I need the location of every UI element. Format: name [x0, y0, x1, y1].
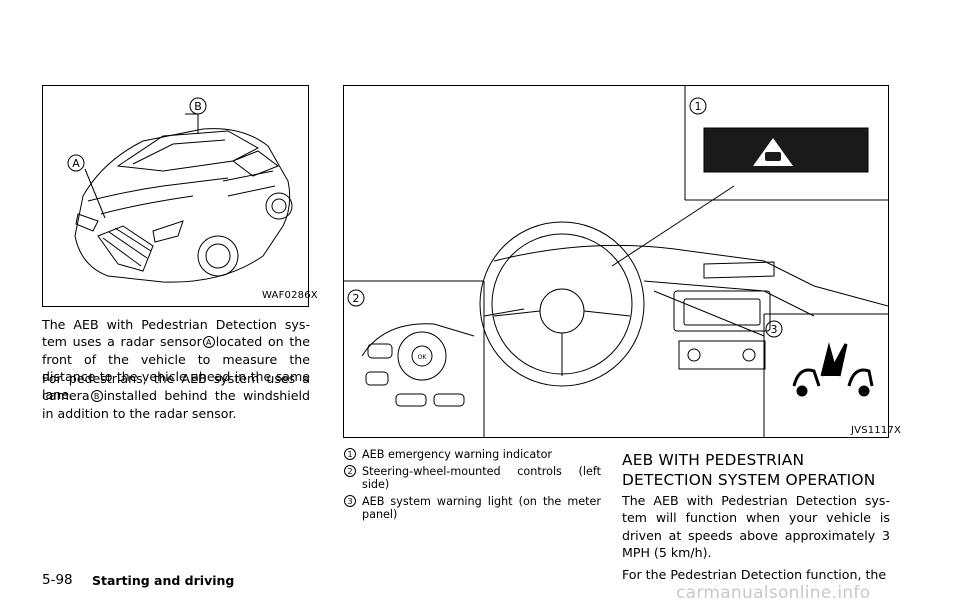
callout-1-label: 1 — [695, 100, 702, 113]
paragraph-camera: For pedestrians, the AEB system uses a c… — [42, 370, 310, 422]
figure-code: WAF0286X — [262, 290, 318, 301]
page-number: 5-98 — [42, 572, 73, 588]
legend-item: 1 AEB emergency warning indicator — [343, 448, 601, 461]
callout-2-label: 2 — [353, 292, 360, 305]
paragraph-text: The AEB with Pedestrian Detection sys-te… — [42, 317, 310, 350]
watermark: carmanualsonline.info — [676, 583, 871, 603]
paragraph-radar-sensor: The AEB with Pedestrian Detection sys-te… — [42, 316, 310, 403]
marker-a: A — [202, 336, 215, 349]
ok-button-label: OK — [418, 354, 428, 361]
figure-code: JVS1117X — [851, 425, 902, 436]
legend-text: AEB system warning light (on the meter p… — [362, 495, 601, 521]
cockpit-illustration: 1 2 OK 3 — [344, 86, 888, 437]
callout-3-label: 3 — [771, 323, 778, 336]
paragraph-text: installed behind the windshield in addit… — [42, 388, 310, 421]
cockpit-figure: 1 2 OK 3 — [343, 85, 901, 438]
legend-number-2: 2 — [344, 465, 356, 477]
vehicle-illustration: A B — [67, 97, 293, 283]
paragraph-text: For pedestrians, the AEB system uses a c… — [42, 371, 310, 404]
vehicle-sensor-figure: A B WAF0286X — [42, 85, 318, 307]
paragraph-operation-speed: The AEB with Pedestrian Detection sys-te… — [622, 493, 890, 561]
legend-number-1: 1 — [344, 448, 356, 460]
callout-a-label: A — [72, 157, 80, 170]
chapter-title: Starting and driving — [92, 573, 235, 588]
legend-text: Steering-wheel-mounted controls (left si… — [362, 465, 601, 491]
legend-item: 3 AEB system warning light (on the meter… — [343, 495, 601, 521]
legend-number-3: 3 — [344, 495, 356, 507]
legend-item: 2 Steering-wheel-mounted controls (left … — [343, 465, 601, 491]
legend-text: AEB emergency warning indicator — [362, 448, 553, 461]
aeb-system-warning-icon — [792, 342, 874, 397]
paragraph-pedestrian-function: For the Pedestrian Detection function, t… — [622, 567, 887, 582]
paragraph-text: located on the front of the vehicle to m… — [42, 334, 311, 402]
callout-b-label: B — [194, 100, 202, 113]
marker-b: B — [90, 390, 103, 403]
section-heading: AEB WITH PEDESTRIAN DETECTION SYSTEM OPE… — [622, 451, 876, 489]
